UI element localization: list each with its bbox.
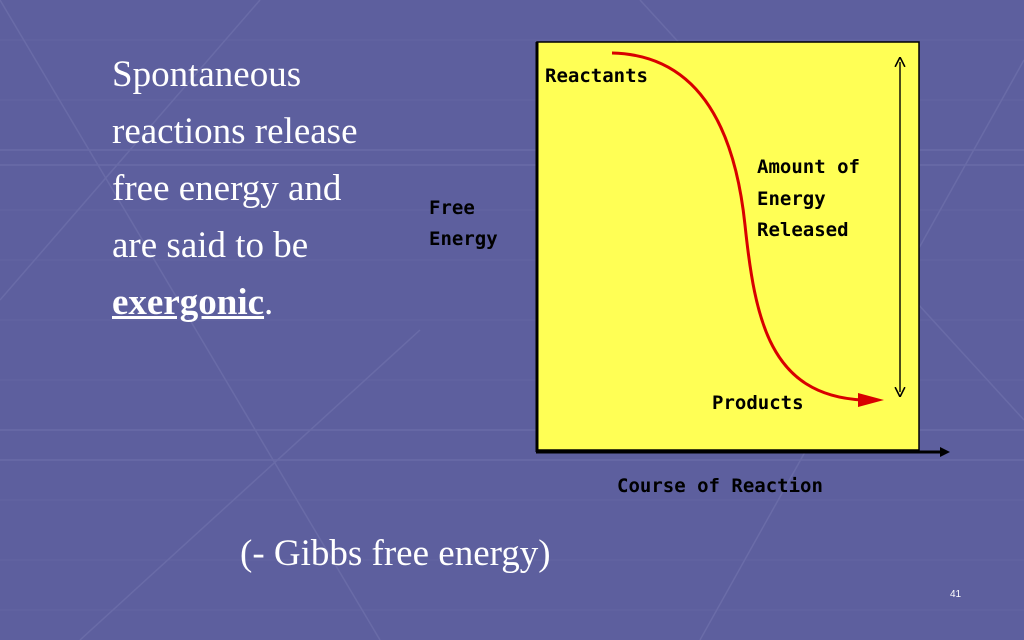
plot-area: [536, 41, 920, 451]
caption-gibbs-free-energy: (- Gibbs free energy): [240, 533, 551, 574]
x-axis-label: Course of Reaction: [617, 475, 823, 497]
body-line: Spontaneous: [112, 54, 302, 95]
slide-body-text: Spontaneous reactions release free energ…: [112, 46, 442, 331]
products-label: Products: [712, 392, 804, 414]
energy-released-label-line: Released: [757, 219, 849, 241]
exergonic-keyword: exergonic: [112, 282, 265, 323]
y-axis-label-line: Free: [429, 197, 475, 219]
reaction-curve-arrowhead: [858, 393, 884, 407]
reactants-label: Reactants: [545, 65, 648, 87]
keyword-period: .: [264, 282, 274, 323]
page-number: 41: [950, 589, 962, 600]
x-axis-arrowhead: [940, 447, 950, 457]
body-line-keyword: exergonic.: [112, 274, 442, 331]
body-line: reactions release: [112, 111, 358, 152]
energy-released-label-line: Energy: [757, 188, 826, 210]
y-axis-label-line: Energy: [429, 228, 498, 250]
body-line: free energy and: [112, 168, 342, 209]
energy-released-label-line: Amount of: [757, 156, 860, 178]
body-line: are said to be: [112, 225, 309, 266]
reaction-curve: [611, 51, 863, 402]
